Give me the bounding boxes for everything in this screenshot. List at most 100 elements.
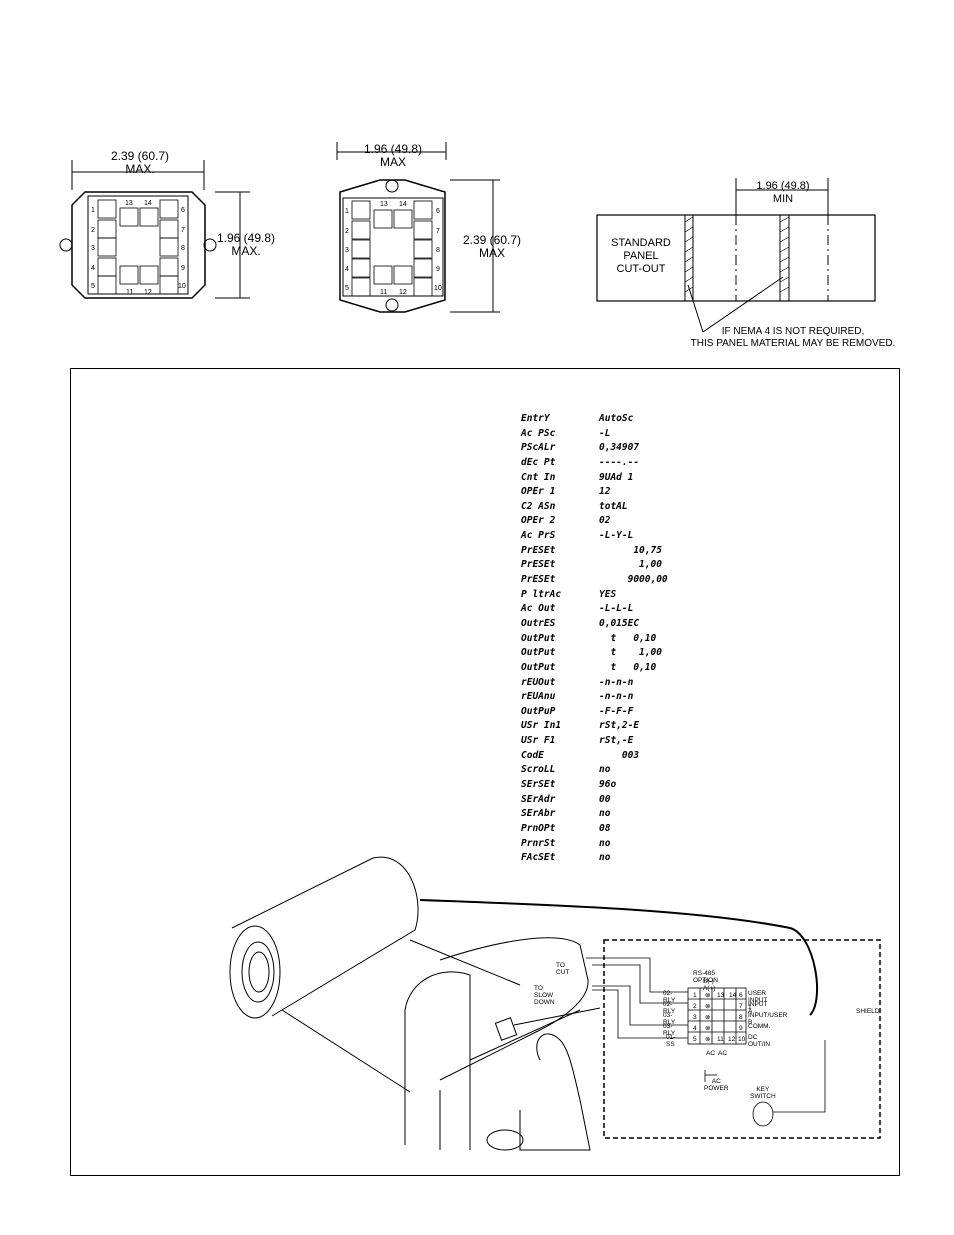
program-key: rEUAnu: [521, 691, 556, 703]
svg-text:2: 2: [91, 227, 95, 234]
program-key: Cnt In: [521, 471, 556, 483]
rear-height-max: MAX: [478, 246, 505, 260]
svg-text:13: 13: [125, 200, 133, 207]
relay-label-5: 01-SS: [666, 1034, 676, 1048]
program-value: 96o: [599, 779, 617, 791]
svg-text:5: 5: [345, 285, 349, 292]
input-label-2: INPUT A: [748, 1001, 768, 1015]
program-key: EntrY: [521, 413, 550, 424]
svg-text:7: 7: [436, 228, 440, 235]
input-label-1: USER INPUT 1: [748, 990, 768, 1011]
svg-text:11: 11: [380, 289, 387, 296]
program-key: OutPut: [521, 632, 556, 644]
front-height-max: MAX.: [231, 244, 261, 258]
program-value: totAL: [599, 500, 628, 512]
rear-width-dim: 1.96 (49.8) MAX: [348, 143, 438, 169]
to-slow-label: TO SLOW DOWN: [534, 985, 555, 1006]
svg-text:⊗: ⊗: [705, 1003, 711, 1010]
nema-note-line-2: THIS PANEL MATERIAL MAY BE REMOVED.: [690, 338, 896, 349]
key-switch-line-2: SWITCH: [750, 1093, 776, 1100]
svg-text:8: 8: [739, 1014, 743, 1021]
ac-power-label: AC POWER: [704, 1078, 729, 1092]
program-key: Ac PrS: [521, 530, 556, 542]
nema-note: IF NEMA 4 IS NOT REQUIRED, THIS PANEL MA…: [688, 326, 898, 350]
svg-text:12: 12: [144, 289, 152, 296]
svg-text:6: 6: [739, 992, 743, 999]
program-key: ScroLL: [521, 764, 556, 776]
program-value: -L-L-L: [599, 603, 634, 615]
svg-text:9: 9: [739, 1025, 743, 1032]
program-value: 9000,00: [599, 574, 668, 586]
program-value: 10,75: [599, 544, 662, 556]
svg-text:1: 1: [345, 208, 349, 215]
program-key: OPEr 1: [521, 486, 556, 498]
cutout-label-line-3: CUT-OUT: [616, 263, 666, 275]
program-value: -L-Y-L: [599, 530, 634, 542]
program-value: 08: [599, 822, 611, 834]
program-key: Ac Out: [521, 603, 556, 615]
svg-text:12: 12: [399, 289, 407, 296]
to-cut-label: TO CUT: [556, 962, 570, 976]
program-key: PScALr: [521, 442, 556, 454]
svg-text:4: 4: [91, 265, 95, 272]
program-value: ----.--: [599, 456, 640, 468]
cutout-label-line-1: STANDARD: [611, 237, 671, 249]
program-key: SErSEt: [521, 779, 556, 791]
program-value: rSt,2-E: [599, 720, 640, 732]
svg-text:11: 11: [717, 1036, 724, 1043]
rear-height-dim: 2.39 (60.7) MAX: [452, 234, 532, 260]
program-key: SErAbr: [521, 808, 556, 820]
front-width-dim: 2.39 (60.7) MAX.: [95, 150, 185, 176]
svg-text:1: 1: [693, 992, 697, 999]
svg-text:⊗: ⊗: [705, 992, 711, 999]
ac-label-1: AC: [706, 1050, 716, 1057]
program-key: rEUOut: [521, 676, 556, 688]
program-value: 9UAd 1: [599, 471, 634, 483]
program-key: P ltrAc: [521, 588, 562, 600]
svg-text:⊗: ⊗: [705, 1025, 711, 1032]
program-value: 12: [599, 486, 611, 498]
program-key: PrESEt: [521, 559, 556, 571]
svg-text:9: 9: [436, 266, 440, 273]
program-key: OutrES: [521, 617, 556, 629]
program-value: 0,015EC: [599, 617, 640, 629]
program-key: OutPut: [521, 661, 556, 673]
program-key: USr F1: [521, 735, 556, 747]
program-key: PrESEt: [521, 574, 556, 586]
svg-text:⊗: ⊗: [705, 1014, 711, 1021]
program-value: -n-n-n: [599, 676, 634, 688]
program-value: rSt,-E: [599, 735, 634, 747]
terminal-1: 1: [91, 207, 95, 214]
input-label-4: COMM.: [748, 1023, 771, 1030]
rs485-ab-label: B(-) A(+): [703, 978, 716, 992]
svg-text:12: 12: [728, 1036, 736, 1043]
program-key: USr In1: [521, 720, 562, 732]
program-key: dEc Pt: [521, 456, 556, 468]
svg-text:5: 5: [693, 1036, 697, 1043]
program-key: PrnOPt: [521, 822, 556, 834]
program-key: PrESEt: [521, 544, 556, 556]
svg-text:7: 7: [739, 1003, 743, 1010]
program-value: 02: [599, 515, 611, 527]
svg-text:8: 8: [181, 245, 185, 252]
rear-width-max: MAX: [379, 155, 406, 169]
svg-text:2: 2: [693, 1003, 697, 1010]
program-key: OutPuP: [521, 705, 556, 717]
front-height-value: 1.96 (49.8): [216, 231, 276, 245]
svg-text:14: 14: [729, 992, 737, 999]
svg-text:3: 3: [91, 245, 95, 252]
svg-text:11: 11: [126, 289, 133, 296]
program-value: YES: [599, 588, 617, 600]
ac-label-2: AC: [718, 1050, 728, 1057]
cutout-min-label: MIN: [772, 193, 794, 205]
svg-text:14: 14: [144, 200, 152, 207]
svg-text:9: 9: [181, 265, 185, 272]
program-value: t 0,10: [599, 661, 657, 673]
program-value: 00: [599, 793, 611, 805]
shield-label: SHIELD: [856, 1008, 880, 1015]
cutout-min-value: 1.96 (49.8): [756, 180, 810, 192]
svg-text:10: 10: [178, 283, 186, 290]
front-width-max: MAX.: [125, 162, 155, 176]
